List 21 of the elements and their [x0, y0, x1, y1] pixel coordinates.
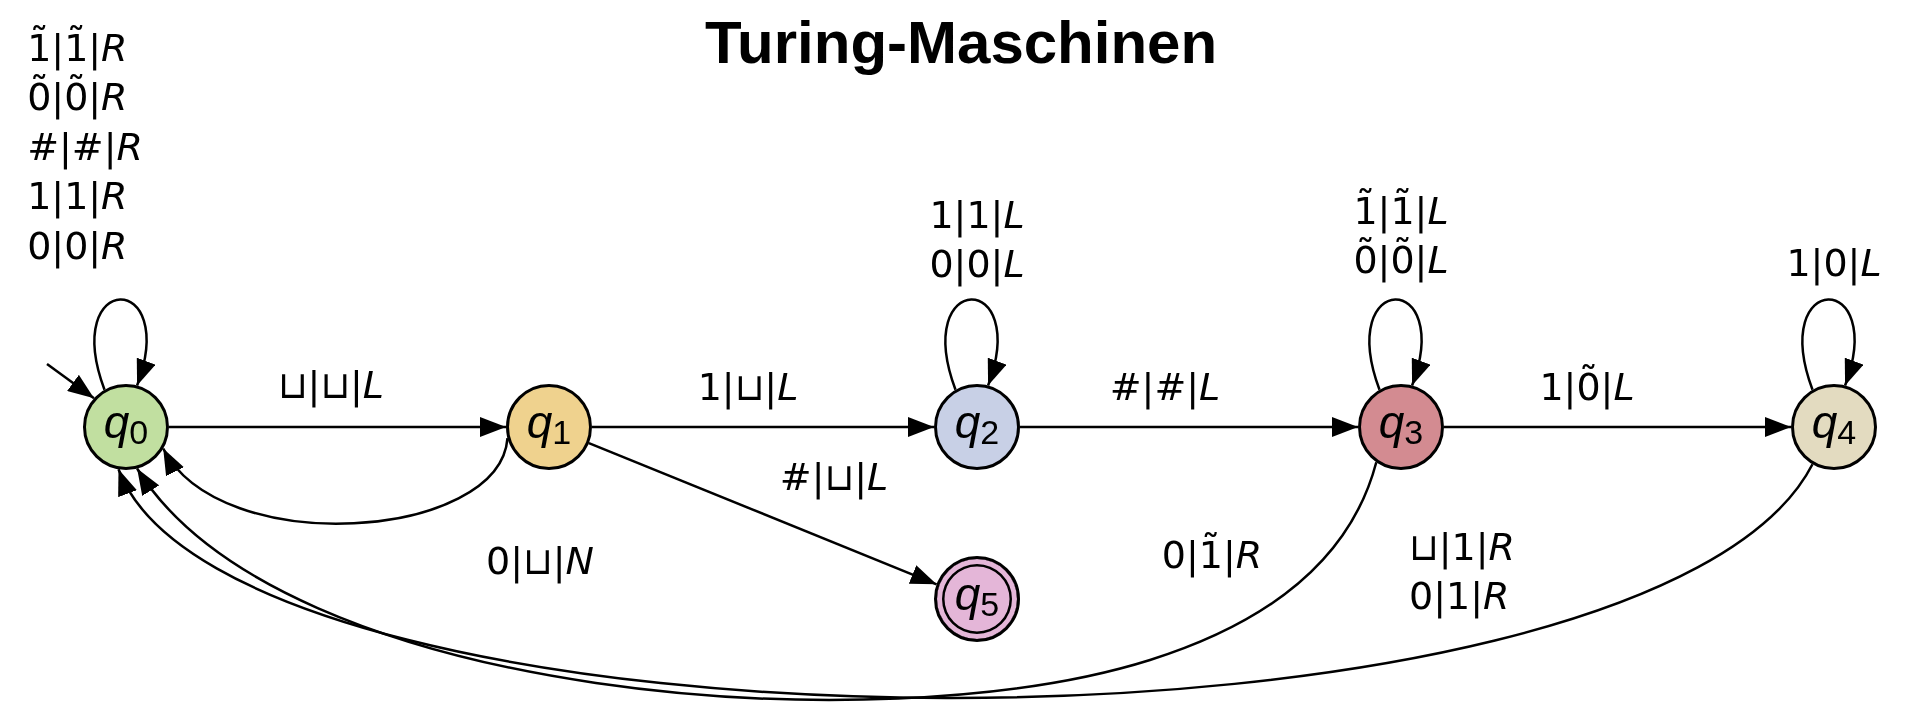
arrow: [117, 463, 1814, 699]
state-label: q$_{1}$: [526, 399, 572, 449]
arrow: [93, 298, 154, 391]
arrow: [592, 417, 934, 437]
arrow: [588, 441, 938, 586]
arrow: [169, 417, 506, 437]
state-label: q$_{3}$: [1378, 399, 1424, 449]
arrow: [1444, 417, 1791, 437]
state-label: q$_{4}$: [1811, 399, 1857, 449]
arrow: [1020, 417, 1358, 437]
state-label: q$_{5}$: [954, 571, 1000, 621]
arrow: [162, 437, 509, 525]
state-circle: [83, 384, 169, 470]
arrow: [136, 461, 1378, 701]
arrow: [1801, 298, 1862, 391]
arrow: [944, 298, 1005, 391]
diagram-title: Turing-Maschinen: [704, 10, 1218, 76]
arrow: [1368, 298, 1429, 391]
state-label: q$_{0}$: [103, 399, 149, 449]
arrow: [46, 363, 95, 400]
state-label: q$_{2}$: [954, 399, 1000, 449]
